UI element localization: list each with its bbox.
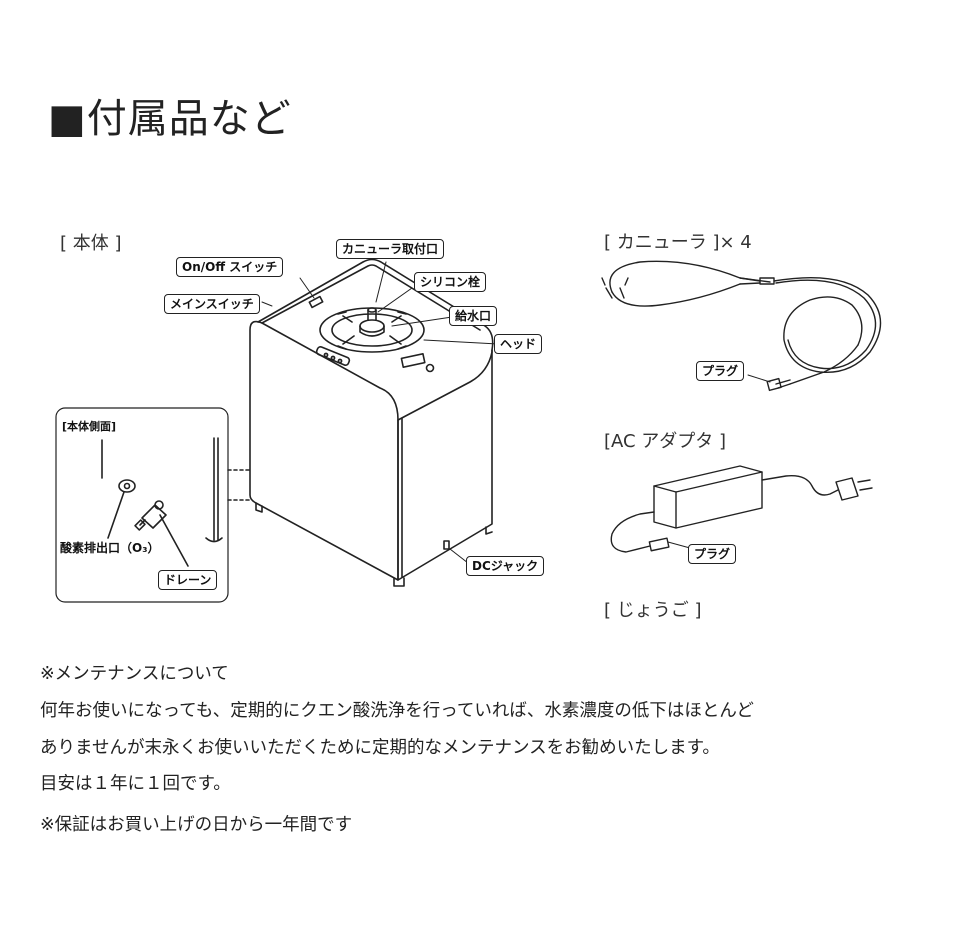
note-line-1: 何年お使いになっても、定期的にクエン酸洗浄を行っていれば、水素濃度の低下はほとん… xyxy=(40,701,754,721)
section-label-funnel: [ じょうご ] xyxy=(604,600,702,621)
section-label-body: [ 本体 ] xyxy=(60,233,122,254)
callout-leaders xyxy=(261,261,499,564)
callout-ozone-outlet: 酸素排出口（O₃） xyxy=(60,540,160,556)
note-warranty: ※保証はお買い上げの日から一年間です xyxy=(40,815,353,835)
callout-dc-jack: DCジャック xyxy=(466,556,545,576)
section-label-cannula: [ カニューラ ]× 4 xyxy=(604,232,752,253)
note-line-3: 目安は１年に１回です。 xyxy=(40,774,231,794)
callout-drain: ドレーン xyxy=(158,570,218,590)
callout-silicone-plug: シリコン栓 xyxy=(414,272,487,292)
callout-water-inlet: 給水口 xyxy=(449,306,498,326)
callout-cannula-mount: カニューラ取付口 xyxy=(336,239,445,259)
main-unit-drawing xyxy=(249,258,494,587)
section-label-adapter: [AC アダプタ ] xyxy=(604,431,727,452)
callout-adapter-plug: プラグ xyxy=(688,544,737,564)
callout-main-switch: メインスイッチ xyxy=(164,294,260,314)
note-maintenance-heading: ※メンテナンスについて xyxy=(40,664,229,684)
cannula-drawing xyxy=(601,260,882,392)
note-line-2: ありませんが末永くお使いいただくために定期的なメンテナンスをお勧めいたします。 xyxy=(40,738,720,758)
callout-head: ヘッド xyxy=(494,334,543,354)
ac-adapter-drawing xyxy=(610,465,873,553)
side-view-drawing xyxy=(55,407,251,603)
callout-side-view-title: [本体側面] xyxy=(62,420,117,433)
callout-onoff-switch: On/Off スイッチ xyxy=(176,257,284,277)
callout-cannula-plug: プラグ xyxy=(696,361,745,381)
page-title: ■付属品など xyxy=(48,96,292,142)
